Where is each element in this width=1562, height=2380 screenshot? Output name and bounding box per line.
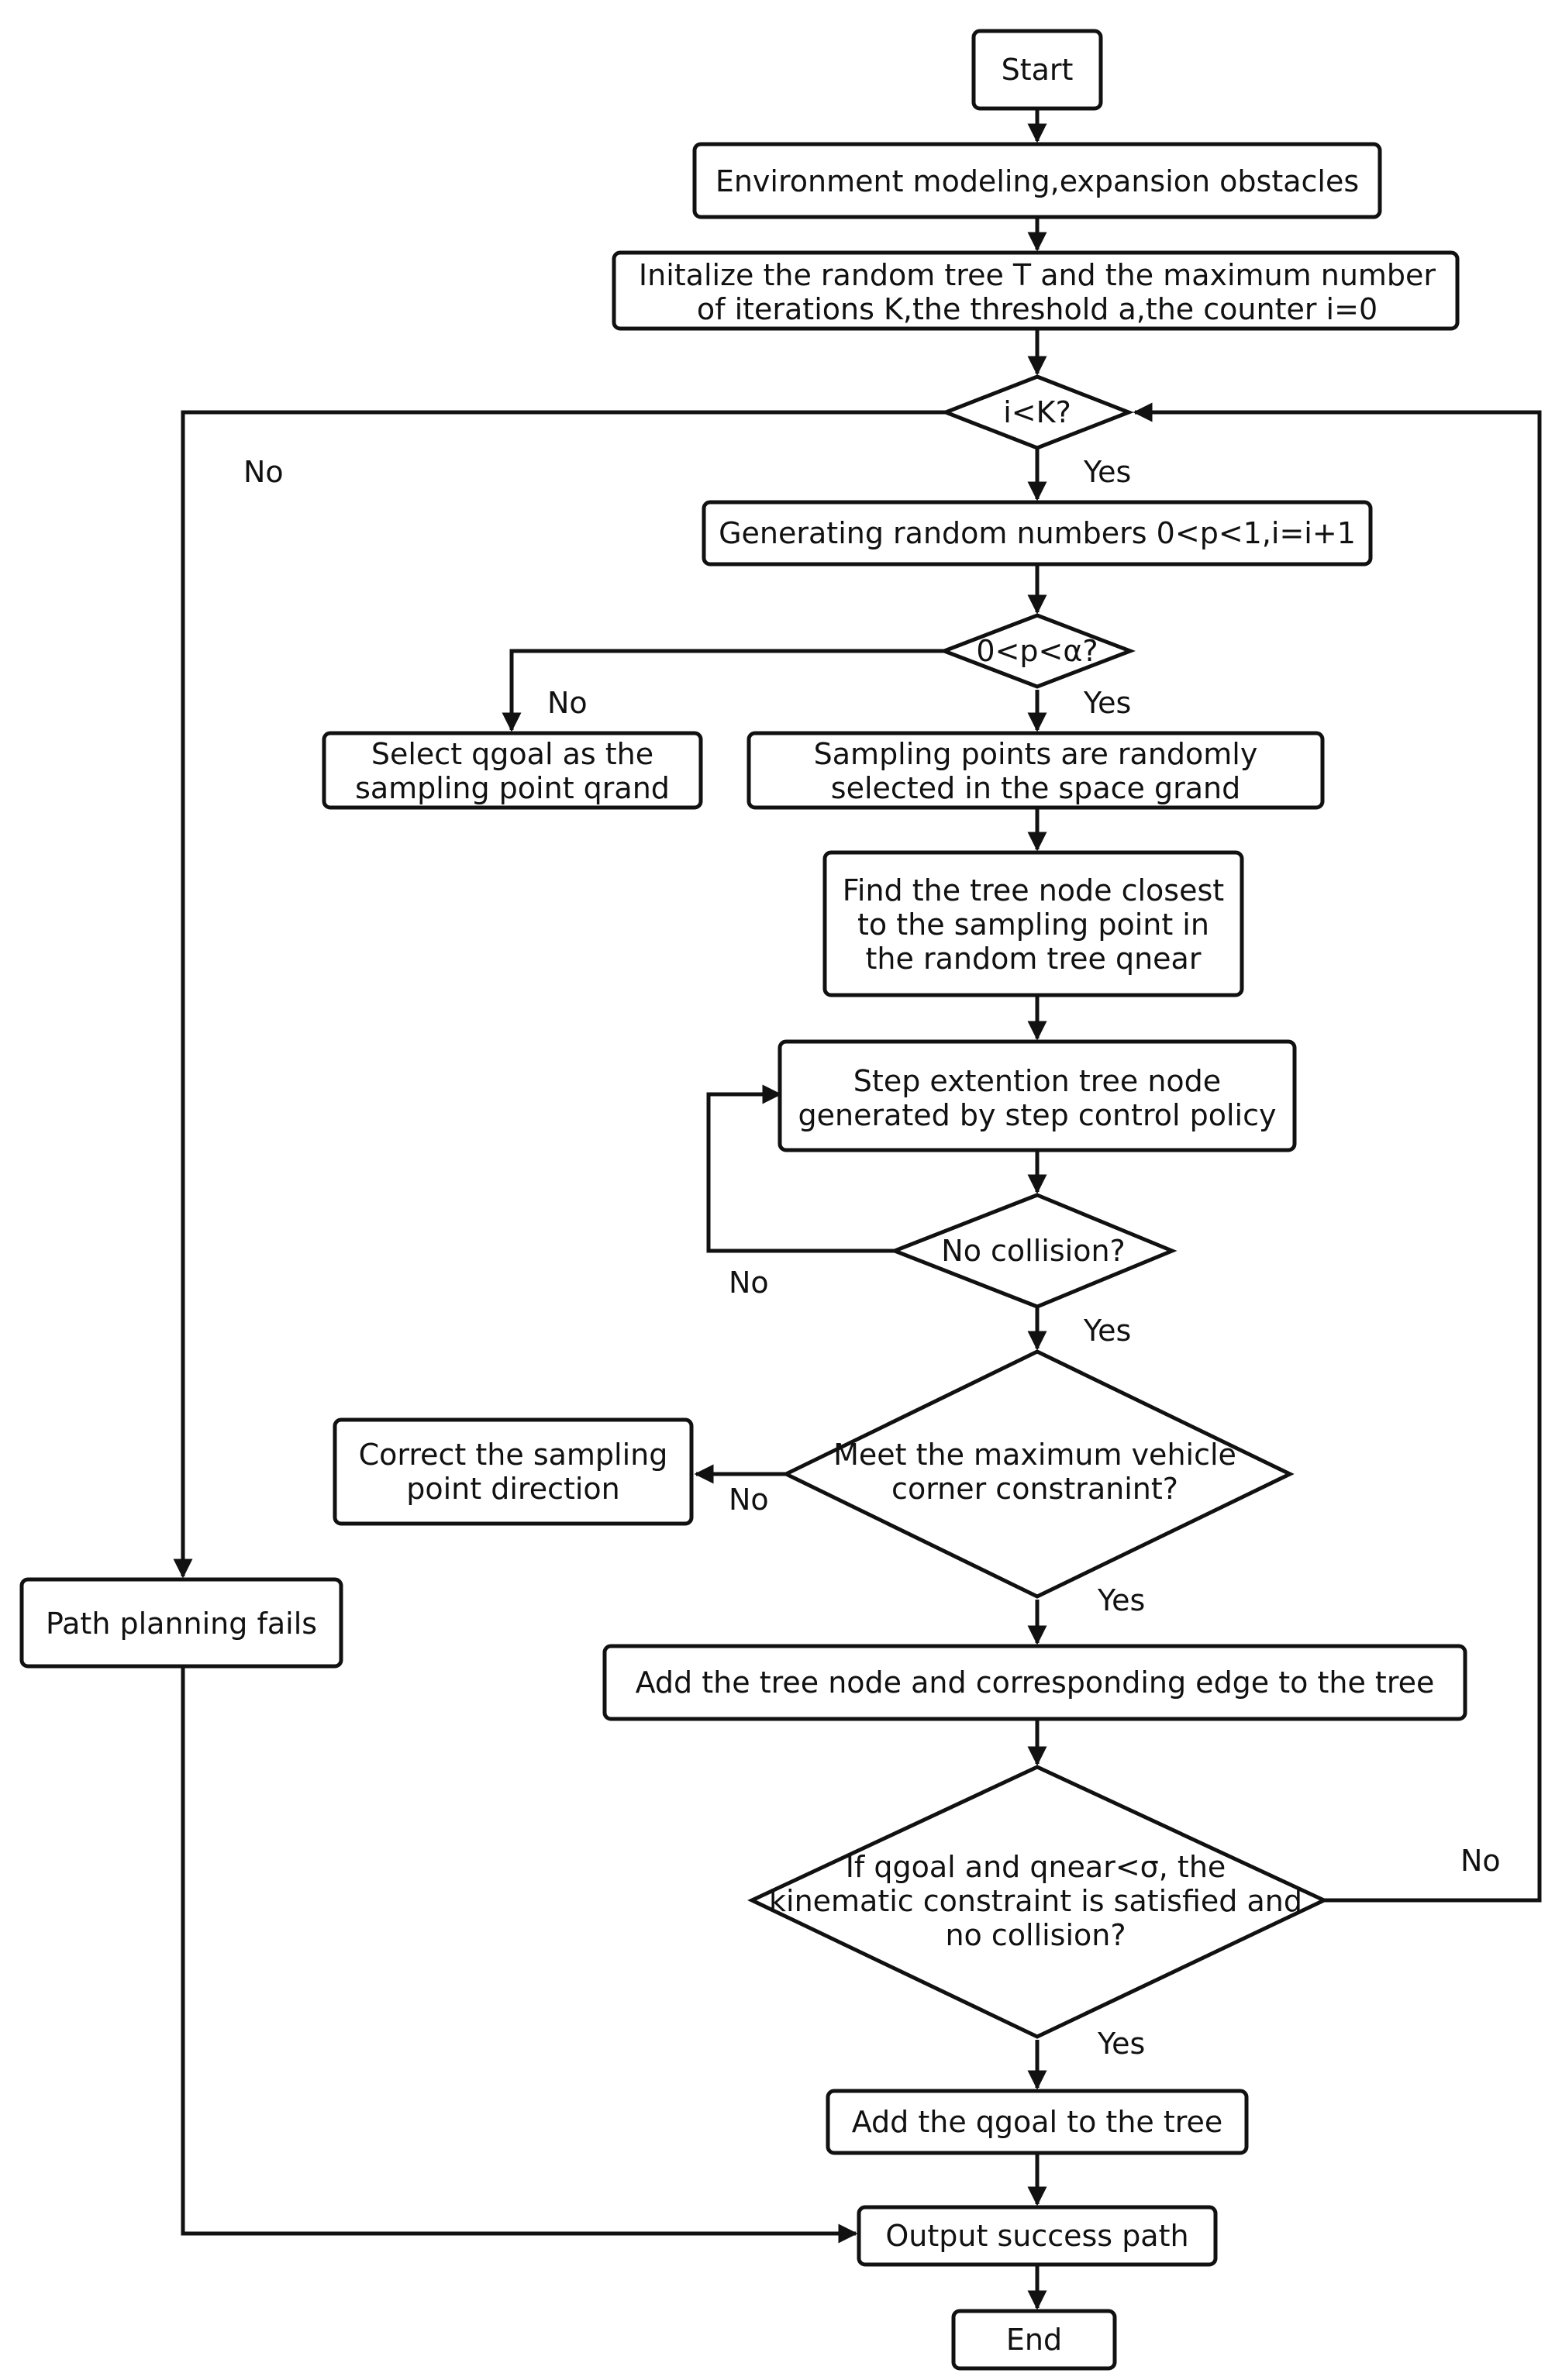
- selgoal-node-line-1: Select qgoal as the: [371, 737, 653, 771]
- ik-yes-label: Yes: [1083, 455, 1131, 489]
- edge-palpha-selgoal: [502, 649, 944, 732]
- add-node-text: Add the tree node and corresponding edge…: [636, 1665, 1435, 1700]
- palpha-decision-text: 0<p<α?: [976, 634, 1098, 668]
- addgoal-node: Add the qgoal to the tree: [826, 2089, 1249, 2155]
- end-node-text: End: [1006, 2323, 1062, 2357]
- ik-decision: i<K?: [940, 374, 1134, 450]
- palpha-yes-label: Yes: [1083, 686, 1131, 720]
- correct-node: Correct the sampling point direction: [333, 1417, 694, 1526]
- edge-fails-output: [181, 1666, 858, 2244]
- sampling-node-line-1: Sampling points are randomly: [814, 737, 1258, 771]
- init-node: Initalize the random tree T and the maxi…: [612, 250, 1460, 331]
- edge-ik-fails: [173, 410, 946, 1579]
- add-node: Add the tree node and corresponding edge…: [602, 1644, 1467, 1721]
- meet-decision: Meet the maximum vehicle corner constran…: [781, 1349, 1295, 1599]
- output-node: Output success path: [857, 2205, 1218, 2267]
- edge-ifq-ik-loop: [1133, 402, 1542, 1903]
- selgoal-node-line-2: sampling point qrand: [355, 771, 670, 805]
- env-node-text: Environment modeling,expansion obstacles: [715, 164, 1359, 198]
- step-node-line-2: generated by step control policy: [798, 1098, 1277, 1132]
- find-node-line-2: to the sampling point in: [857, 908, 1209, 942]
- step-node: Step extention tree node generated by st…: [778, 1039, 1297, 1152]
- ifq-decision: If qgoal and qnear<σ, the kinematic cons…: [747, 1765, 1329, 2039]
- meet-decision-line-2: corner constranint?: [891, 1472, 1178, 1506]
- start-node-text: Start: [1002, 53, 1074, 87]
- meet-no-label: No: [729, 1483, 769, 1517]
- nocol-decision: No collision?: [889, 1193, 1178, 1309]
- nocol-decision-text: No collision?: [941, 1234, 1125, 1268]
- ik-no-label: No: [243, 455, 284, 489]
- palpha-decision: 0<p<α?: [939, 613, 1136, 689]
- sampling-node-line-2: selected in the space grand: [831, 771, 1240, 805]
- correct-node-line-2: point direction: [406, 1472, 620, 1506]
- init-node-line-2: of iterations K,the threshold a,the coun…: [697, 292, 1378, 326]
- ifq-decision-line-1: If qgoal and qnear<σ, the: [846, 1850, 1226, 1884]
- output-node-text: Output success path: [885, 2219, 1188, 2253]
- selgoal-node: Select qgoal as the sampling point qrand: [322, 731, 703, 810]
- gen-node: Generating random numbers 0<p<1,i=i+1: [702, 500, 1373, 567]
- addgoal-node-text: Add the qgoal to the tree: [852, 2105, 1223, 2139]
- find-node-line-3: the random tree qnear: [866, 942, 1202, 976]
- edge-labels: No Yes No Yes No Yes No Yes No Yes: [243, 455, 1501, 2061]
- end-node: End: [951, 2309, 1117, 2371]
- nocol-no-label: No: [729, 1266, 769, 1300]
- init-node-line-1: Initalize the random tree T and the maxi…: [639, 258, 1436, 292]
- env-node: Environment modeling,expansion obstacles: [692, 142, 1382, 219]
- ifq-yes-label: Yes: [1097, 2027, 1145, 2061]
- meet-yes-label: Yes: [1097, 1583, 1145, 1617]
- sampling-node: Sampling points are randomly selected in…: [747, 731, 1325, 810]
- start-node: Start: [971, 29, 1103, 111]
- find-node: Find the tree node closest to the sampli…: [822, 850, 1244, 997]
- fails-node: Path planning fails: [19, 1577, 343, 1669]
- nocol-yes-label: Yes: [1083, 1314, 1131, 1348]
- gen-node-text: Generating random numbers 0<p<1,i=i+1: [719, 516, 1356, 550]
- ifq-decision-line-3: no collision?: [945, 1918, 1126, 1952]
- connectors: [173, 108, 1542, 2310]
- ifq-decision-line-2: kinematic constraint is satisfied and: [769, 1884, 1302, 1918]
- palpha-no-label: No: [547, 686, 588, 720]
- fails-node-text: Path planning fails: [46, 1607, 317, 1641]
- step-node-line-1: Step extention tree node: [853, 1064, 1221, 1098]
- correct-node-line-1: Correct the sampling: [359, 1438, 668, 1472]
- edge-nocol-step-loop: [706, 1084, 895, 1253]
- ik-decision-text: i<K?: [1003, 395, 1071, 429]
- find-node-line-1: Find the tree node closest: [843, 873, 1224, 908]
- meet-decision-line-1: Meet the maximum vehicle: [833, 1438, 1236, 1472]
- ifq-no-label: No: [1460, 1844, 1501, 1878]
